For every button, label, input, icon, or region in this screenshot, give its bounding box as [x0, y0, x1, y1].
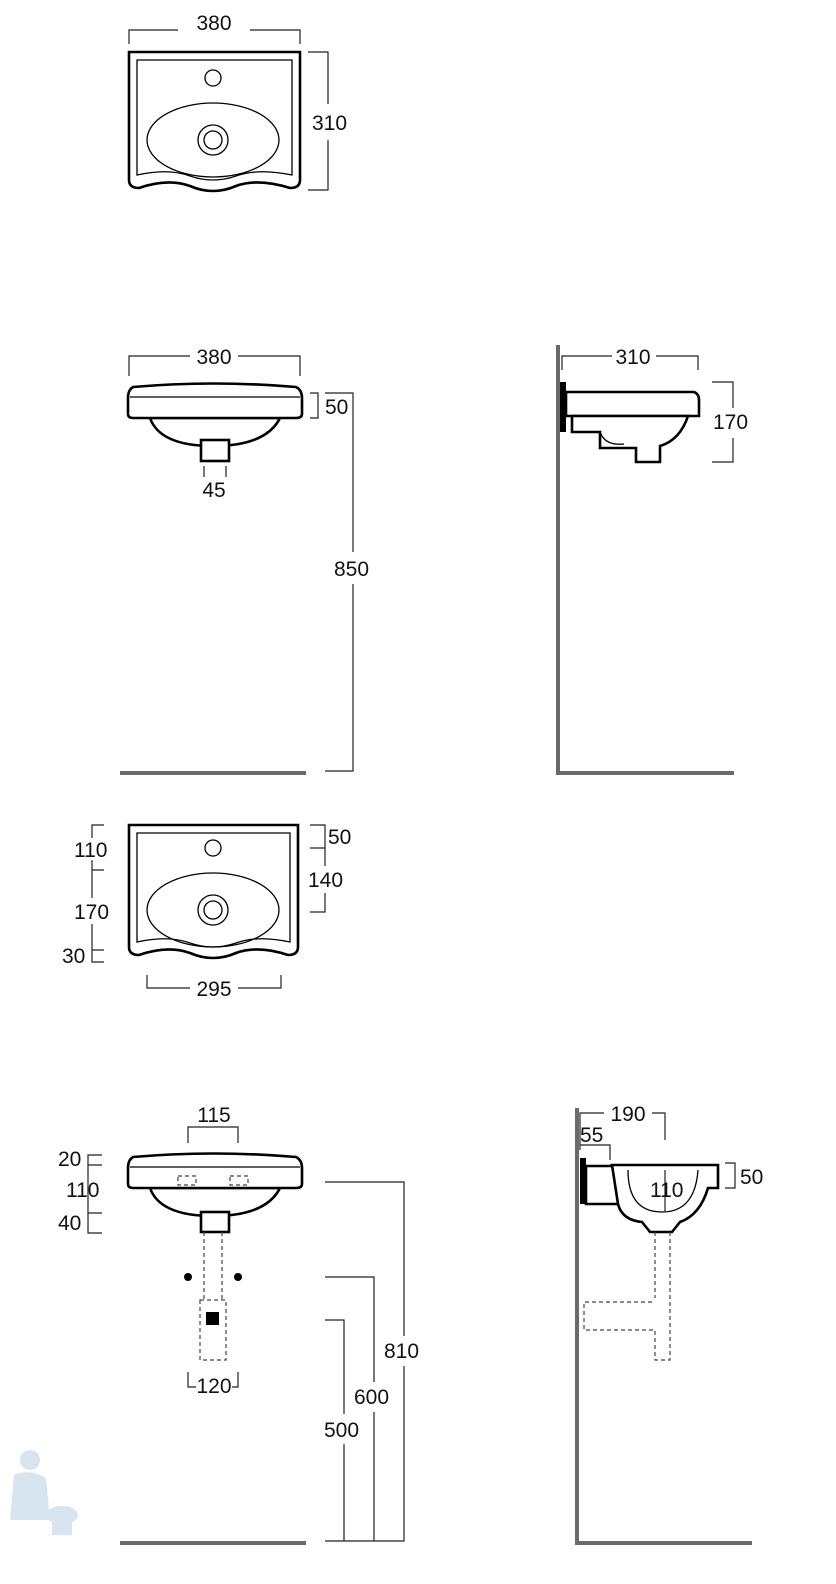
dim-low: 40	[58, 1212, 81, 1235]
dim-drain-width: 45	[202, 479, 225, 502]
dim-bowl-length: 170	[74, 901, 109, 924]
dim-bowl-inner: 140	[308, 869, 343, 892]
dim-mid: 110	[66, 1179, 99, 1202]
dim-side-depth: 310	[615, 346, 650, 369]
dim-front-width: 380	[196, 346, 231, 369]
dim-fixing-height: 600	[354, 1386, 389, 1409]
dim-top-width: 380	[196, 12, 231, 35]
dim-trap-width: 120	[196, 1375, 231, 1398]
dim-fixing-spacing: 115	[197, 1104, 230, 1127]
install-side-view: 190 55 50 110	[575, 1103, 763, 1545]
top-view: 380 310	[127, 12, 347, 193]
dim-bottom-width: 295	[196, 978, 231, 1001]
dim-tap-offset: 110	[74, 839, 107, 862]
dim-mount-height: 850	[334, 558, 369, 581]
dim-bowl-depth: 110	[650, 1179, 683, 1202]
side-view: 310 170	[556, 345, 748, 775]
dim-projection: 190	[610, 1103, 645, 1126]
dim-top-depth: 310	[312, 112, 347, 135]
dim-rim-height: 810	[384, 1340, 419, 1363]
install-front-view: 115 20 110 40 120 810 600 500	[58, 1104, 419, 1545]
dim-front-rim: 50	[325, 396, 348, 419]
front-view: 380 45 50 850	[120, 346, 369, 775]
dim-front-offset: 30	[62, 945, 85, 968]
plan-view: 110 170 30 50 140 295	[62, 823, 351, 1001]
dim-wall-gap: 55	[580, 1124, 603, 1147]
plumber-logo	[10, 1450, 78, 1535]
dim-waste-height: 500	[324, 1419, 359, 1442]
dim-plan-rim: 50	[328, 826, 351, 849]
dim-side-rim: 50	[740, 1166, 763, 1189]
dim-side-height: 170	[713, 411, 748, 434]
dim-top-gap: 20	[58, 1148, 81, 1171]
